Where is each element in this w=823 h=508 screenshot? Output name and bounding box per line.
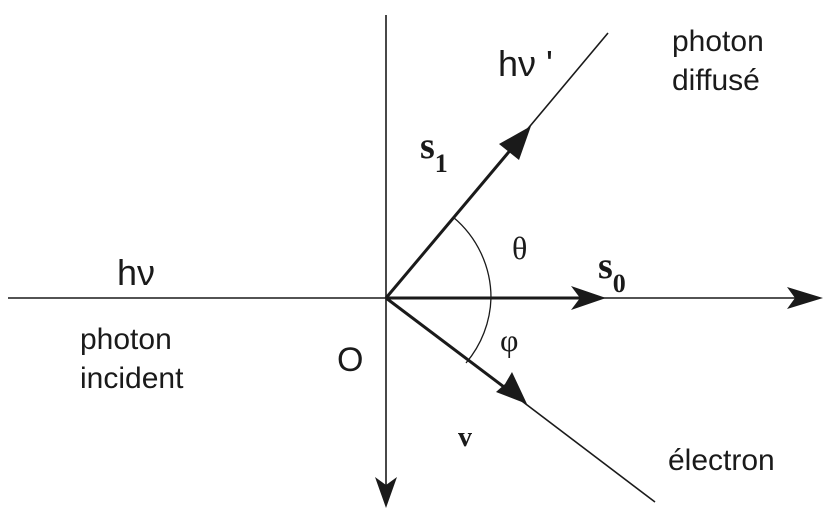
vertical-axis-arrowhead xyxy=(375,477,397,508)
s1-label-base: s xyxy=(420,125,435,167)
theta-angle-arc xyxy=(452,216,492,299)
theta-label: θ xyxy=(512,230,527,266)
electron-velocity-vector xyxy=(385,296,509,392)
s1-label-subscript: 1 xyxy=(435,149,448,178)
incident-photon-label-line1: photon xyxy=(80,323,172,356)
s0-label-subscript: 0 xyxy=(613,269,626,298)
scattered-photon-label-line2: diffusé xyxy=(672,64,760,97)
origin-label: O xyxy=(337,341,363,379)
incident-energy-label: hν xyxy=(117,252,155,293)
s1-vector xyxy=(384,146,515,299)
phi-label: φ xyxy=(500,322,518,358)
s1-label: s1 xyxy=(420,125,448,178)
s1-arrowhead xyxy=(499,126,531,160)
s0-arrowhead xyxy=(571,286,606,310)
electron-velocity-arrowhead xyxy=(496,372,527,404)
electron-label: électron xyxy=(668,444,775,477)
phi-angle-arc xyxy=(465,297,492,364)
scattered-photon-label-line1: photon xyxy=(672,25,764,58)
s0-label: s0 xyxy=(598,245,626,298)
scattered-energy-label: hν ' xyxy=(498,43,553,84)
velocity-label: v xyxy=(458,422,472,453)
incident-photon-label-line2: incident xyxy=(80,362,184,395)
s0-label-base: s xyxy=(598,245,613,287)
horizontal-axis-arrowhead xyxy=(787,287,823,309)
